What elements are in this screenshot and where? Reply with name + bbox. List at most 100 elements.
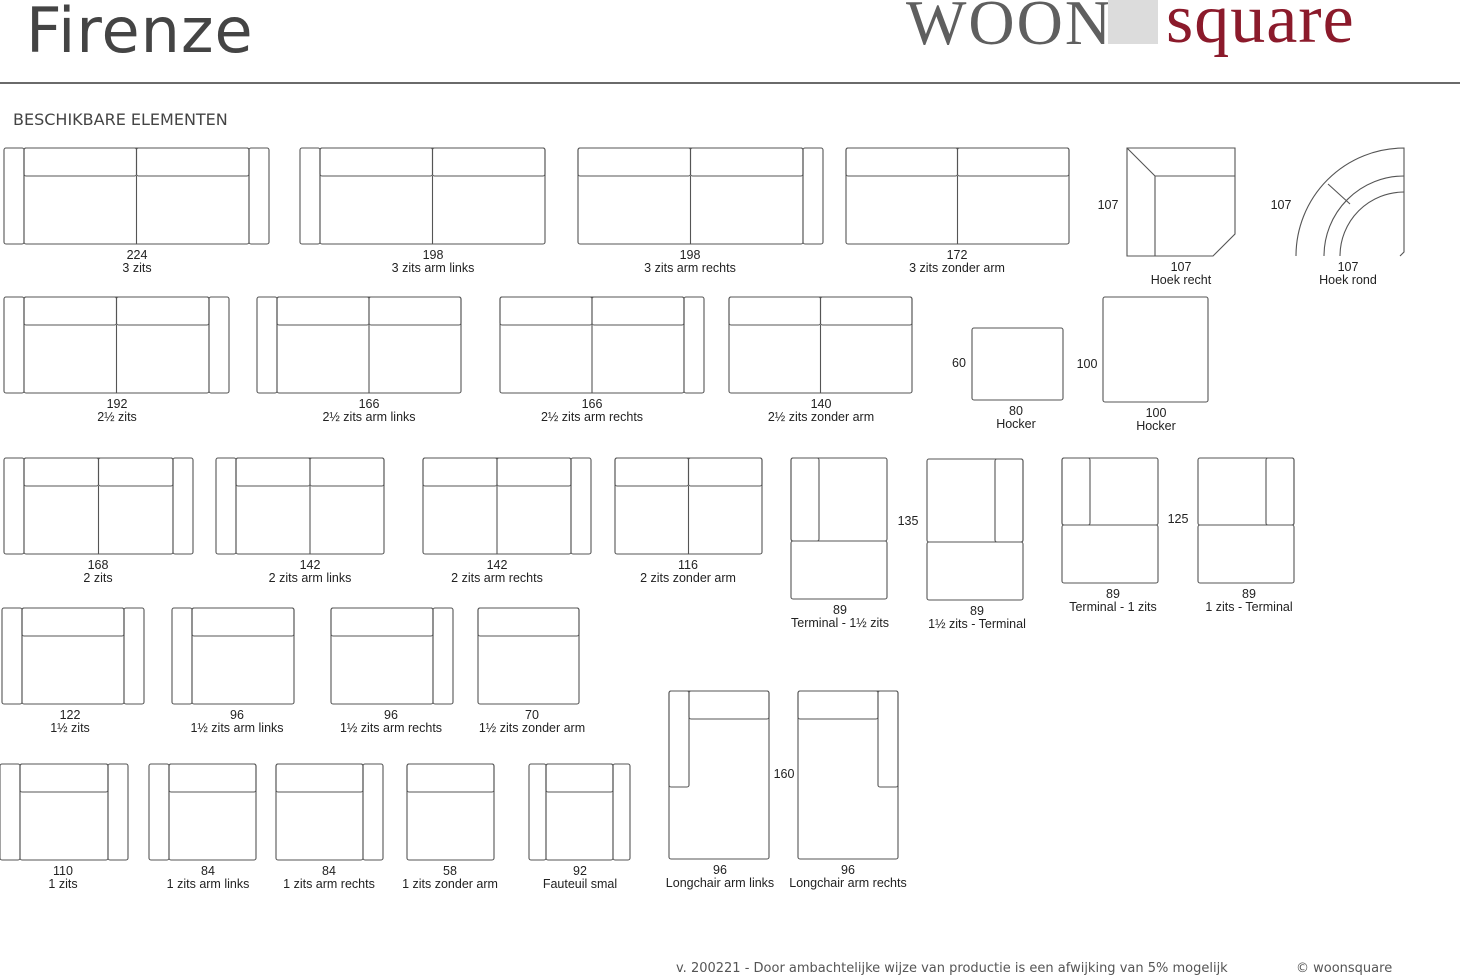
backrest-cushion — [499, 296, 593, 326]
header-divider — [0, 82, 1460, 84]
terminal-upper — [1197, 457, 1295, 526]
corner-backrest — [1126, 147, 1235, 256]
backrest-cushion — [21, 607, 125, 637]
seat-body — [275, 763, 364, 861]
element-name-label: Hoek rond — [1319, 273, 1377, 287]
seat-body — [21, 607, 125, 705]
seat-body — [191, 607, 295, 705]
terminal-chaise — [1197, 524, 1295, 584]
arm-left — [1061, 457, 1091, 526]
element-name-label: Hocker — [996, 417, 1036, 431]
element-name-label: 1 zits — [48, 877, 77, 891]
backrest-cushion — [406, 763, 495, 793]
width-label: 89 — [833, 603, 847, 617]
round-corner-backrest — [1323, 175, 1405, 257]
width-label: 89 — [1106, 587, 1120, 601]
element-name-label: 1½ zits zonder arm — [479, 721, 585, 735]
depth-label: 107 — [1098, 198, 1119, 212]
arm-right — [172, 457, 194, 555]
backrest-cushion — [191, 607, 295, 637]
width-label: 142 — [487, 558, 508, 572]
backrest-cushion — [19, 763, 109, 793]
element-name-label: 2½ zits arm links — [322, 410, 415, 424]
arm-right — [362, 763, 384, 861]
element-29: 841 zits arm rechts — [275, 763, 384, 891]
width-label: 166 — [359, 397, 380, 411]
width-label: 107 — [1338, 260, 1359, 274]
width-label: 96 — [384, 708, 398, 722]
backrest-cushion — [431, 147, 546, 177]
width-label: 89 — [1242, 587, 1256, 601]
arm-right — [802, 147, 824, 245]
width-label: 198 — [423, 248, 444, 262]
backrest-cushion — [275, 763, 364, 793]
width-label: 100 — [1146, 406, 1167, 420]
depth-label: 135 — [898, 514, 919, 528]
backrest-cushion — [115, 296, 210, 326]
arm-left — [256, 296, 278, 394]
element-name-label: 3 zits arm rechts — [644, 261, 736, 275]
arm-right — [612, 763, 631, 861]
depth-label: 125 — [1168, 512, 1189, 526]
width-label: 140 — [811, 397, 832, 411]
backrest-cushion — [956, 147, 1070, 177]
width-label: 84 — [201, 864, 215, 878]
depth-label: 60 — [952, 356, 966, 370]
width-label: 110 — [53, 864, 73, 878]
width-label: 70 — [525, 708, 539, 722]
width-label: 198 — [680, 248, 701, 262]
element-20: 891 zits - Terminal — [1197, 457, 1295, 614]
element-30: 581 zits zonder arm — [402, 763, 498, 891]
round-corner-seat — [1339, 191, 1405, 257]
arm-left — [148, 763, 170, 861]
terminal-chaise — [790, 540, 888, 600]
width-label: 168 — [88, 558, 109, 572]
arm-left — [790, 457, 820, 542]
backrest-cushion — [422, 457, 498, 487]
logo-square-block — [1108, 0, 1158, 44]
element-name-label: 1½ zits - Terminal — [928, 617, 1026, 631]
backrest-cushion — [689, 147, 804, 177]
brand-logo: WOON square — [900, 0, 1460, 76]
element-name-label: 2 zits arm rechts — [451, 571, 543, 585]
element-name-label: Terminal - 1½ zits — [791, 616, 889, 630]
width-label: 92 — [573, 864, 587, 878]
corner-outline — [1126, 147, 1236, 257]
arm-left — [1, 607, 23, 705]
arm-right — [994, 458, 1024, 543]
seat-body — [545, 763, 614, 861]
backrest-cushion — [614, 457, 690, 487]
terminal-upper — [926, 458, 1024, 543]
element-name-label: 3 zits — [122, 261, 151, 275]
element-name-label: 3 zits arm links — [392, 261, 475, 275]
seat-body — [168, 763, 257, 861]
arm-right — [107, 763, 129, 861]
backrest-cushion — [309, 457, 385, 487]
backrest-cushion — [368, 296, 462, 326]
round-corner-divider — [1327, 183, 1351, 205]
width-label: 96 — [841, 863, 855, 877]
element-name-label: 2½ zits arm rechts — [541, 410, 643, 424]
section-title: BESCHIKBARE ELEMENTEN — [13, 110, 228, 129]
element-name-label: 2 zits arm links — [269, 571, 352, 585]
element-name-label: 2½ zits — [97, 410, 137, 424]
element-name-label: 1 zits arm rechts — [283, 877, 375, 891]
arm-left — [215, 457, 237, 555]
backrest-cushion — [496, 457, 572, 487]
element-name-label: Hoek recht — [1151, 273, 1212, 287]
